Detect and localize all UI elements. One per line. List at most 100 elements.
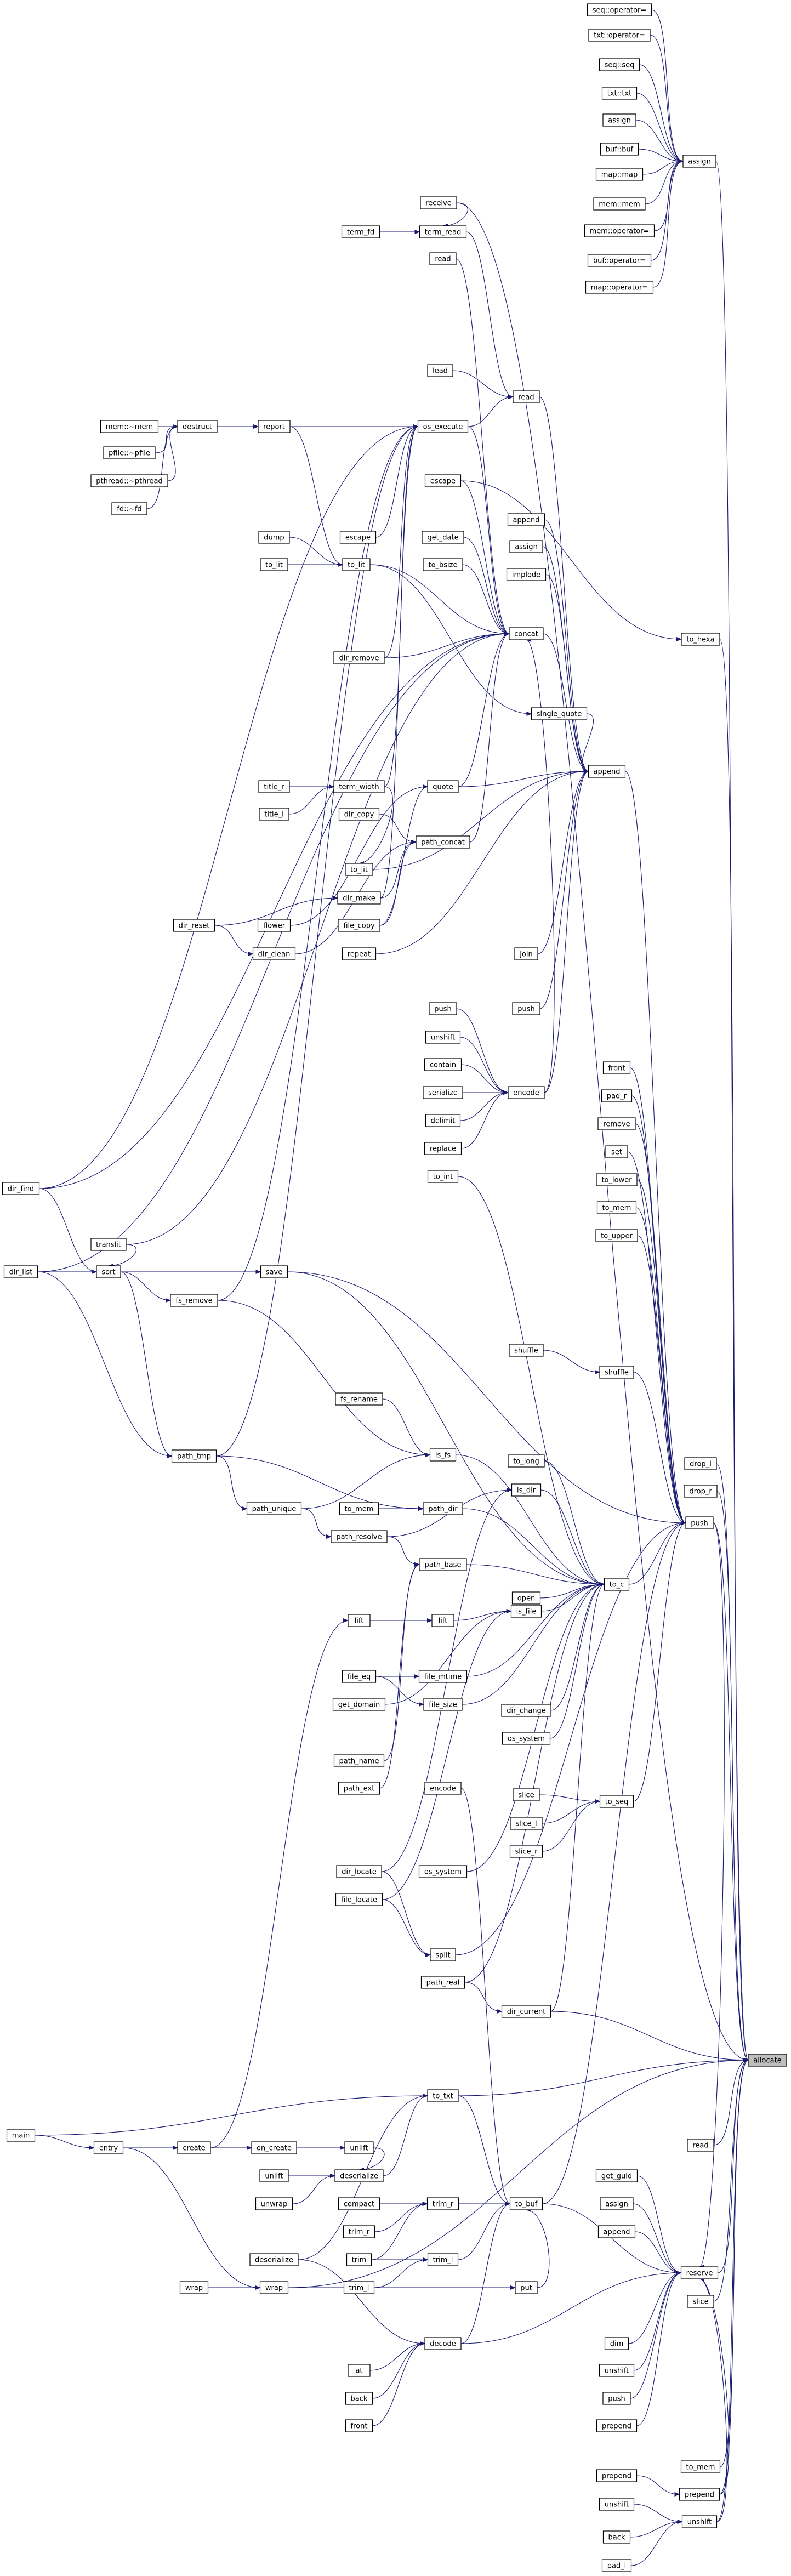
node-get-date[interactable]: get_date bbox=[422, 531, 464, 544]
node-assign[interactable]: assign bbox=[600, 2197, 634, 2210]
node-to-hexa[interactable]: to_hexa bbox=[681, 633, 720, 646]
node-replace[interactable]: replace bbox=[424, 1142, 462, 1155]
node-remove[interactable]: remove bbox=[597, 1117, 636, 1130]
node-assign[interactable]: assign bbox=[602, 113, 636, 127]
node-term-read[interactable]: term_read bbox=[419, 225, 467, 238]
node-contain[interactable]: contain bbox=[424, 1058, 462, 1071]
node-delimit[interactable]: delimit bbox=[425, 1114, 461, 1127]
node-to-mem[interactable]: to_mem bbox=[680, 2460, 721, 2473]
node-front[interactable]: front bbox=[602, 1061, 631, 1074]
node-slice-r[interactable]: slice_r bbox=[509, 1845, 543, 1858]
node-get-domain[interactable]: get_domain bbox=[332, 1698, 386, 1711]
node-term-fd[interactable]: term_fd bbox=[341, 225, 380, 238]
node-shuffle[interactable]: shuffle bbox=[509, 1344, 544, 1357]
node-escape[interactable]: escape bbox=[339, 531, 377, 544]
node-split[interactable]: split bbox=[430, 1948, 456, 1961]
node-prepend[interactable]: prepend bbox=[596, 2419, 638, 2432]
node-unlift[interactable]: unlift bbox=[344, 2141, 374, 2154]
node-save[interactable]: save bbox=[260, 1265, 288, 1278]
node-seq-operator[interactable]: seq::operator= bbox=[587, 3, 652, 16]
node-os-execute[interactable]: os_execute bbox=[417, 420, 469, 433]
node-encode[interactable]: encode bbox=[424, 1782, 462, 1795]
node-append[interactable]: append bbox=[507, 513, 545, 526]
node-wrap[interactable]: wrap bbox=[179, 2281, 209, 2294]
node-os-system[interactable]: os_system bbox=[418, 1865, 468, 1878]
node-append[interactable]: append bbox=[597, 2225, 636, 2238]
node-sort[interactable]: sort bbox=[96, 1265, 121, 1278]
node-lift[interactable]: lift bbox=[348, 1614, 371, 1627]
node-escape[interactable]: escape bbox=[424, 474, 462, 487]
node-append[interactable]: append bbox=[588, 765, 626, 778]
node-txt-txt[interactable]: txt::txt bbox=[601, 87, 638, 100]
node-concat[interactable]: concat bbox=[509, 627, 544, 640]
node-dir-change[interactable]: dir_change bbox=[501, 1704, 551, 1717]
node-wrap[interactable]: wrap bbox=[259, 2281, 289, 2294]
node-mem-operator[interactable]: mem::operator= bbox=[584, 224, 655, 237]
node-file-locate[interactable]: file_locate bbox=[335, 1893, 383, 1906]
node-lift[interactable]: lift bbox=[431, 1614, 454, 1627]
node-seq-seq[interactable]: seq::seq bbox=[599, 58, 640, 71]
node-to-lit[interactable]: to_lit bbox=[345, 863, 373, 876]
node-to-long[interactable]: to_long bbox=[508, 1454, 545, 1468]
node-slice[interactable]: slice bbox=[513, 1788, 540, 1801]
node-path-name[interactable]: path_name bbox=[333, 1754, 385, 1767]
node-serialize[interactable]: serialize bbox=[423, 1086, 463, 1099]
node-destruct[interactable]: destruct bbox=[177, 420, 218, 433]
node-unshift[interactable]: unshift bbox=[599, 2498, 635, 2511]
node-path-tmp[interactable]: path_tmp bbox=[171, 1449, 217, 1463]
node-unshift[interactable]: unshift bbox=[425, 1031, 461, 1044]
node-implode[interactable]: implode bbox=[506, 568, 547, 581]
node-dir-list[interactable]: dir_list bbox=[3, 1265, 38, 1278]
node-assign[interactable]: assign bbox=[682, 155, 716, 168]
node-dir-reset[interactable]: dir_reset bbox=[173, 919, 215, 932]
node-flower[interactable]: flower bbox=[257, 919, 291, 932]
node-back[interactable]: back bbox=[602, 2530, 631, 2544]
node-repeat[interactable]: repeat bbox=[342, 947, 377, 960]
node-map-map[interactable]: map::map bbox=[595, 168, 644, 181]
node-to-txt[interactable]: to_txt bbox=[427, 2089, 459, 2102]
node-trim[interactable]: trim bbox=[346, 2253, 372, 2266]
node-at[interactable]: at bbox=[348, 2364, 371, 2377]
node-decode[interactable]: decode bbox=[424, 2337, 462, 2350]
node-put[interactable]: put bbox=[515, 2281, 538, 2294]
node-main[interactable]: main bbox=[6, 2129, 36, 2142]
node-path-real[interactable]: path_real bbox=[420, 1976, 465, 1989]
node-to-lit[interactable]: to_lit bbox=[260, 558, 288, 571]
node-buf-buf[interactable]: buf::buf bbox=[600, 143, 639, 156]
node-trim-r[interactable]: trim_r bbox=[343, 2225, 375, 2238]
node-prepend[interactable]: prepend bbox=[596, 2469, 638, 2482]
node-fs-remove[interactable]: fs_remove bbox=[170, 1294, 218, 1307]
node-is-dir[interactable]: is_dir bbox=[511, 1483, 542, 1497]
node-push[interactable]: push bbox=[429, 1002, 457, 1015]
node-trim-l[interactable]: trim_l bbox=[427, 2253, 459, 2266]
node-slice[interactable]: slice bbox=[687, 2295, 714, 2308]
node-title-r[interactable]: title_r bbox=[258, 780, 290, 793]
node-to-lit[interactable]: to_lit bbox=[342, 558, 371, 571]
node-path-ext[interactable]: path_ext bbox=[338, 1782, 380, 1795]
node-term-width[interactable]: term_width bbox=[333, 780, 385, 793]
node-quote[interactable]: quote bbox=[427, 780, 459, 793]
node-path-base[interactable]: path_base bbox=[419, 1558, 467, 1571]
node-open[interactable]: open bbox=[511, 1591, 541, 1605]
node-pad-l[interactable]: pad_l bbox=[601, 2559, 632, 2572]
node-push[interactable]: push bbox=[512, 1002, 540, 1015]
node-reserve[interactable]: reserve bbox=[680, 2266, 719, 2279]
node-unshift[interactable]: unshift bbox=[681, 2515, 718, 2528]
node-allocate[interactable]: allocate bbox=[748, 2054, 787, 2067]
node-path-unique[interactable]: path_unique bbox=[246, 1502, 302, 1515]
node-get-guid[interactable]: get_guid bbox=[595, 2169, 638, 2182]
node-to-seq[interactable]: to_seq bbox=[599, 1795, 634, 1808]
node-path-concat[interactable]: path_concat bbox=[416, 835, 470, 849]
node-dir-clean[interactable]: dir_clean bbox=[252, 947, 296, 960]
node-trim-r[interactable]: trim_r bbox=[426, 2197, 459, 2210]
node-report[interactable]: report bbox=[258, 420, 291, 433]
node-pad-r[interactable]: pad_r bbox=[601, 1089, 633, 1102]
node-translit[interactable]: translit bbox=[90, 1238, 127, 1251]
node-on-create[interactable]: on_create bbox=[251, 2141, 297, 2154]
node-pfile-pfile[interactable]: pfile::~pfile bbox=[103, 446, 156, 459]
node-encode[interactable]: encode bbox=[508, 1086, 545, 1099]
node-is-file[interactable]: is_file bbox=[510, 1605, 542, 1618]
node-dir-current[interactable]: dir_current bbox=[501, 2005, 551, 2018]
node-assign[interactable]: assign bbox=[509, 540, 543, 553]
node-shuffle[interactable]: shuffle bbox=[599, 1366, 634, 1379]
